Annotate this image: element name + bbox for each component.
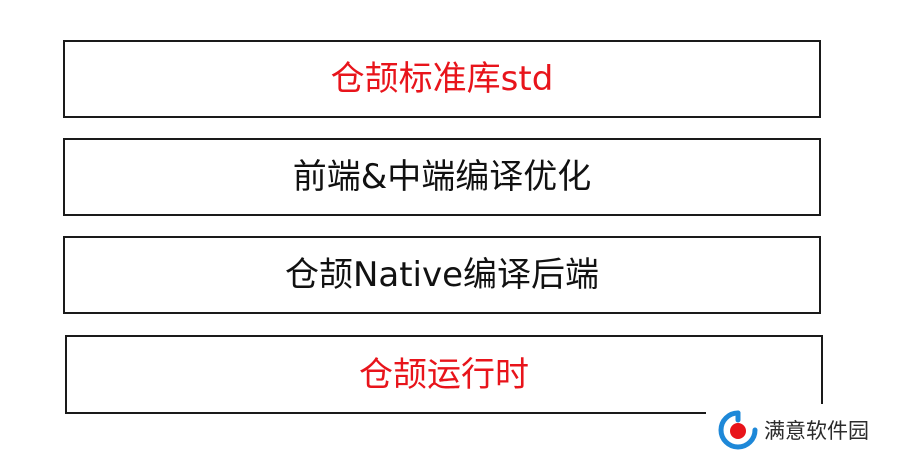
site-watermark: 满意软件园 — [706, 404, 900, 456]
stack-layer-label: 前端&中端编译优化 — [292, 157, 592, 197]
circular-logo-icon — [718, 410, 758, 450]
stack-layer-label: 仓颉标准库std — [330, 59, 554, 99]
watermark-text: 满意软件园 — [764, 419, 869, 443]
stack-layer-native-backend: 仓颉Native编译后端 — [63, 236, 821, 314]
stack-layer-std-library: 仓颉标准库std — [63, 40, 821, 118]
stack-layer-label: 仓颉运行时 — [359, 354, 529, 395]
stack-layer-runtime: 仓颉运行时 — [65, 335, 823, 414]
stack-layer-label: 仓颉Native编译后端 — [284, 255, 600, 295]
stack-layer-frontend-optimization: 前端&中端编译优化 — [63, 138, 821, 216]
